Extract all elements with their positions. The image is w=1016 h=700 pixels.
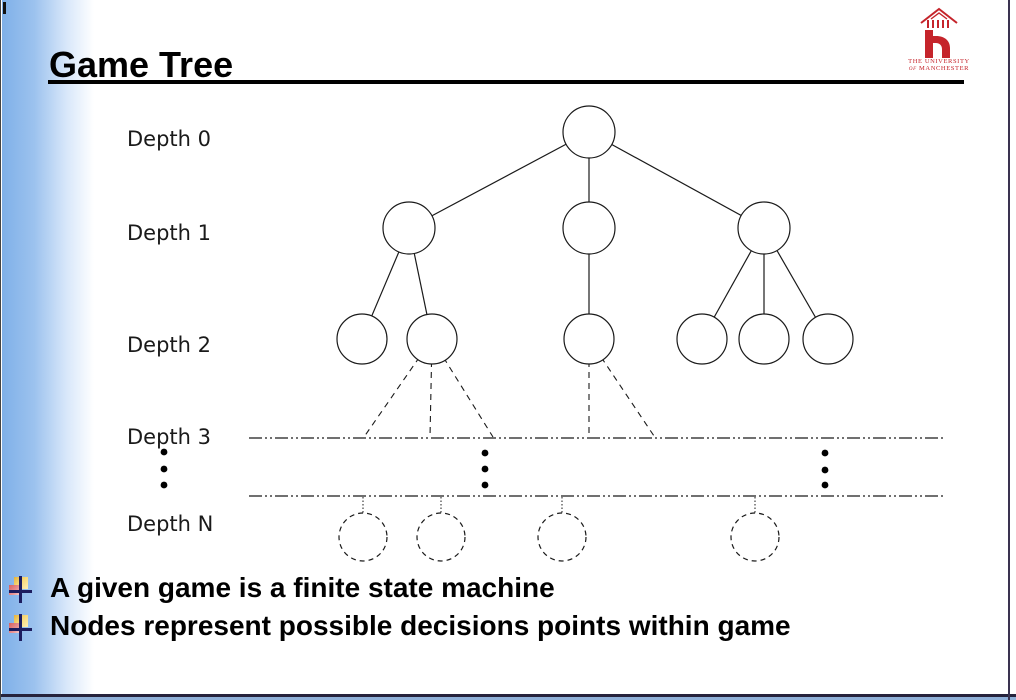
bullet-text-1: A given game is a finite state machine: [50, 572, 555, 603]
right-border-line: [1008, 0, 1010, 700]
squares-bullet-icon: [9, 576, 32, 603]
tree-edge: [408, 131, 590, 229]
depth-label-2: Depth 2: [127, 333, 211, 357]
logo-of: of: [908, 65, 917, 72]
tree-node: [562, 105, 616, 159]
ellipsis-dot: [821, 449, 829, 457]
logo-manchester: MANCHESTER: [919, 65, 970, 72]
tree-node: [382, 201, 436, 255]
ellipsis-dot: [821, 481, 829, 489]
ghost-node: [537, 512, 587, 562]
ellipsis-dot: [481, 465, 489, 473]
tree-edge-dashed: [363, 338, 433, 438]
university-crest-icon: [920, 7, 958, 58]
depth-label-n: Depth N: [127, 512, 214, 536]
squares-bullet-icon: [9, 614, 32, 641]
corner-mark: [3, 2, 6, 14]
tree-node: [406, 313, 458, 365]
tree-node: [563, 313, 615, 365]
depth-label-0: Depth 0: [127, 127, 211, 151]
tree-node: [802, 313, 854, 365]
bullet-item-2: Nodes represent possible decisions point…: [9, 610, 791, 642]
ellipsis-dot: [160, 465, 168, 473]
ghost-node: [338, 512, 388, 562]
logo-text-line1: THE UNIVERSITY: [908, 58, 970, 65]
tree-node: [336, 313, 388, 365]
tree-edge-dashed: [431, 338, 494, 438]
ghost-node: [416, 512, 466, 562]
tree-node: [738, 313, 790, 365]
university-logo: THE UNIVERSITY of MANCHESTER: [899, 6, 979, 72]
ellipsis-dot: [481, 481, 489, 489]
bullet-text-2: Nodes represent possible decisions point…: [50, 610, 791, 641]
tree-node: [676, 313, 728, 365]
tree-node: [562, 201, 616, 255]
ellipsis-dot: [160, 448, 168, 456]
bottom-border-accent: [1, 697, 1016, 700]
logo-text-line2: of MANCHESTER: [899, 65, 979, 72]
bullet-item-1: A given game is a finite state machine: [9, 572, 555, 604]
ellipsis-dot: [821, 466, 829, 474]
tree-node: [737, 201, 791, 255]
title-underline: [48, 80, 964, 84]
tree-edge: [588, 131, 765, 229]
ellipsis-dot: [481, 449, 489, 457]
ellipsis-dot: [160, 481, 168, 489]
depth-label-3: Depth 3: [127, 425, 211, 449]
tree-edge-dashed: [588, 338, 655, 437]
bottom-border-line: [1, 694, 1016, 697]
ghost-node: [730, 512, 780, 562]
depth-label-1: Depth 1: [127, 221, 211, 245]
page-title: Game Tree: [49, 44, 234, 85]
